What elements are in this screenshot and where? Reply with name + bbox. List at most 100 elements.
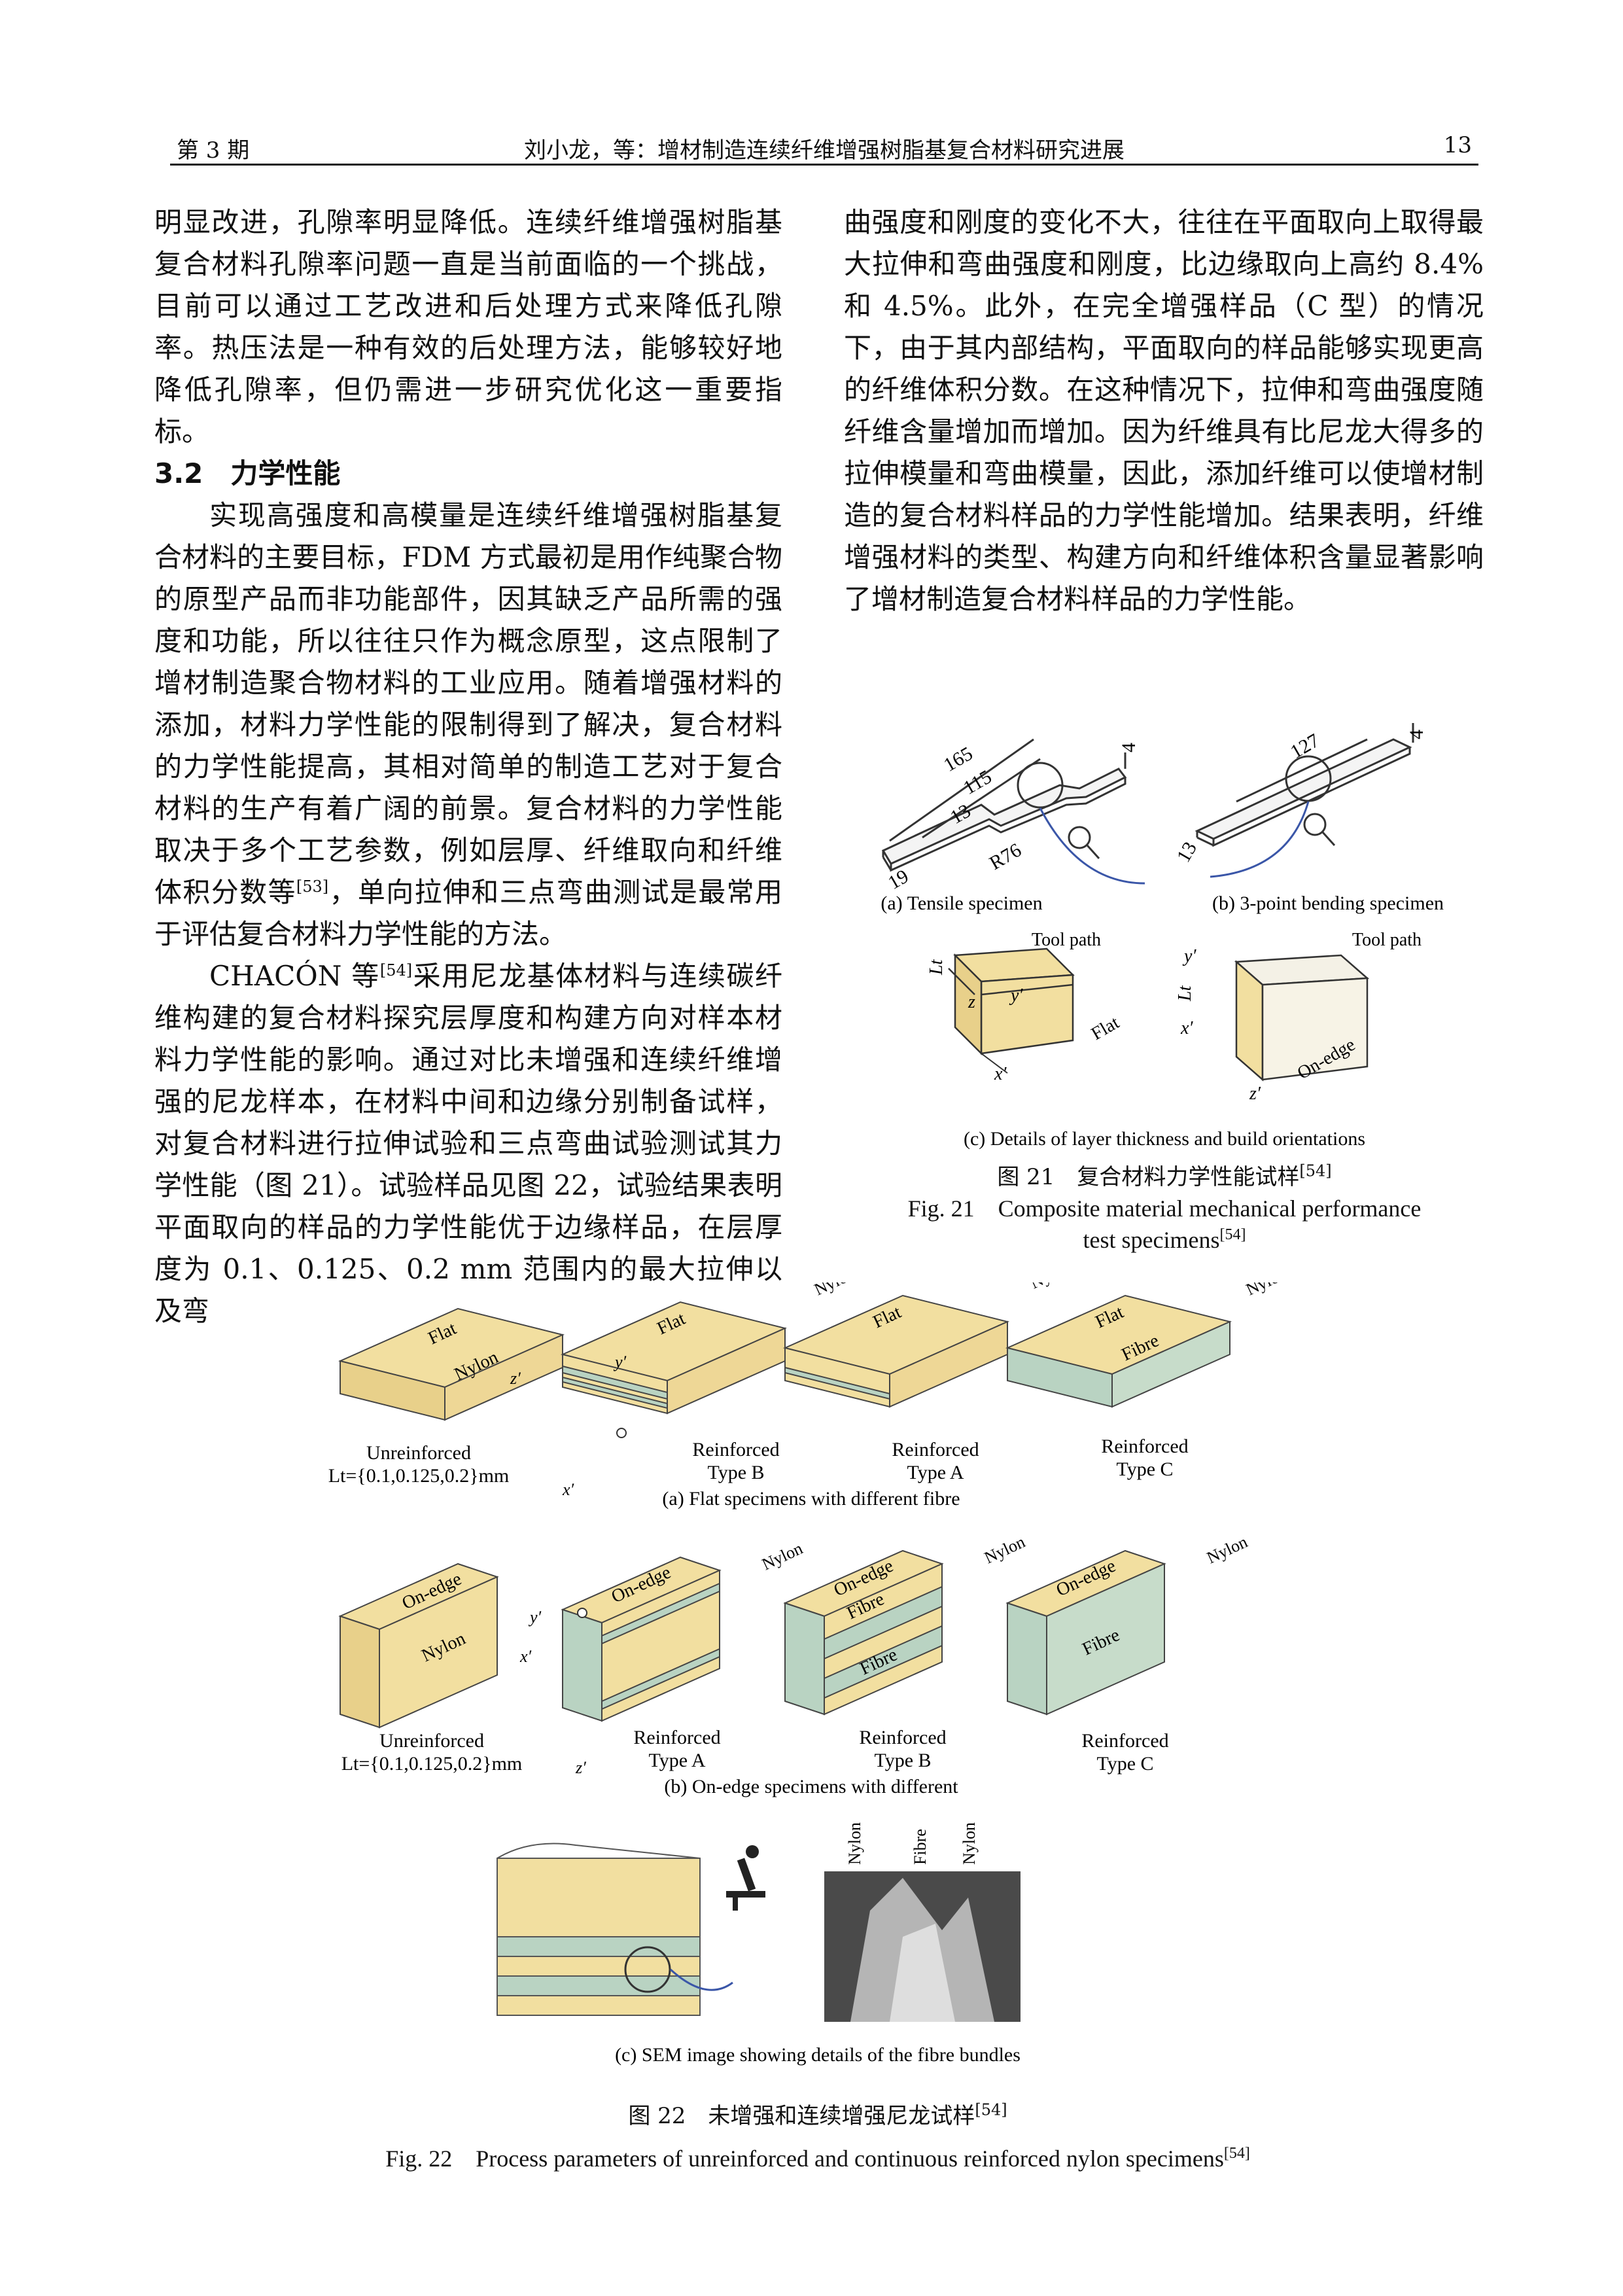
dim-4b: 4 — [1406, 730, 1427, 739]
nylon-label: Nylon — [1027, 1282, 1073, 1292]
dim-r76: R76 — [986, 839, 1025, 874]
axis-z1: z — [968, 992, 975, 1012]
dim-13b: 13 — [1172, 838, 1201, 866]
on-edge-orientation-block — [1234, 954, 1370, 1082]
nylon-label: Nylon — [1204, 1532, 1250, 1568]
subcaption-b: (b) On-edge specimens with different — [664, 1776, 958, 1797]
axis-y1: y′ — [1009, 985, 1023, 1006]
flat-orientation-block — [948, 947, 1075, 1056]
caption-en-line1: Fig. 21 Composite material mechanical pe… — [907, 1195, 1422, 1222]
type-b-label: Type B — [874, 1750, 931, 1771]
on-edge-type-b-block — [783, 1549, 944, 1716]
dim-165: 165 — [940, 743, 976, 776]
subcaption-a: (a) Flat specimens with different fibre — [662, 1488, 960, 1510]
paragraph: 曲强度和刚度的变化不大，往往在平面取向上取得最大拉伸和弯曲强度和刚度，比边缘取向… — [844, 206, 1484, 615]
citation: [54] — [1223, 2145, 1250, 2162]
microscope-icon — [726, 1845, 765, 1911]
axis-x: x′ — [519, 1647, 532, 1666]
paragraph: CHACÓN 等[54]采用尼龙基体材料与连续碳纤维构建的复合材料探究层厚度和构… — [154, 955, 782, 1332]
flat-label: Flat — [1088, 1012, 1123, 1044]
text-run: 采用尼龙基体材料与连续碳纤维构建的复合材料探究层厚度和构建方向对样本材料力学性能… — [154, 960, 782, 1327]
text-run: CHACÓN 等 — [209, 960, 380, 992]
reinforced-label: Reinforced — [892, 1439, 979, 1460]
axis-z2: z′ — [1249, 1084, 1261, 1104]
citation: [54] — [975, 2100, 1007, 2119]
section-heading: 3.2 力学性能 — [154, 457, 341, 489]
axis-line — [981, 1053, 1008, 1074]
unreinforced-label: Unreinforced — [366, 1442, 471, 1464]
sem-nylon-label: Nylon — [845, 1822, 864, 1865]
axis-x: x′ — [562, 1480, 574, 1499]
nylon-label: Nylon — [811, 1282, 858, 1299]
figure-22-caption-en: Fig. 22 Process parameters of unreinforc… — [196, 2143, 1439, 2174]
axis-x1: x′ — [994, 1064, 1007, 1084]
flat-type-c-block — [1005, 1294, 1232, 1408]
caption-text: 图 22 未增强和连续增强尼龙试样 — [628, 2103, 975, 2129]
axis-z: z′ — [510, 1369, 521, 1388]
lt-label-1: Lt — [926, 959, 947, 976]
lt-label-2: Lt — [1175, 985, 1195, 1002]
citation: [54] — [1219, 1226, 1246, 1243]
caption-text: 图 21 复合材料力学性能试样 — [997, 1164, 1300, 1190]
type-c-label: Type C — [1116, 1458, 1173, 1480]
subcaption-c: (c) Details of layer thickness and build… — [964, 1128, 1365, 1150]
tool-path-label-2: Tool path — [1352, 930, 1422, 950]
nylon-label: Nylon — [759, 1539, 805, 1574]
paragraph: 实现高强度和高模量是连续纤维增强树脂基复合材料的主要目标，FDM 方式最初是用作… — [154, 495, 782, 955]
caption-cn: 图 21 复合材料力学性能试样[54] — [844, 1161, 1485, 1193]
issue-number: 第 3 期 — [177, 137, 250, 164]
figure-22-caption-cn: 图 22 未增强和连续增强尼龙试样[54] — [314, 2100, 1321, 2132]
tensile-specimen-drawing — [881, 738, 1145, 885]
tool-path-label-1: Tool path — [1032, 930, 1101, 950]
sem-nylon-label: Nylon — [960, 1822, 979, 1865]
text-run: ，单向拉伸和三点弯曲测试是最常用于评估复合材料力学性能的方法。 — [154, 876, 782, 950]
nylon-label: Nylon — [981, 1532, 1028, 1568]
lt-range-label: Lt={0.1,0.125,0.2}mm — [341, 1753, 523, 1775]
type-b-label: Type B — [707, 1462, 764, 1483]
caption-text: Fig. 22 Process parameters of unreinforc… — [385, 2146, 1224, 2172]
caption-en-line2: test specimens[54] — [844, 1224, 1485, 1256]
flat-type-b-block — [560, 1301, 788, 1415]
left-column: 明显改进，孔隙率明显降低。连续纤维增强树脂基复合材料孔隙率问题一直是当前面临的一… — [154, 202, 782, 1332]
axis-y2: y′ — [1182, 946, 1196, 966]
citation: [53] — [296, 877, 329, 896]
type-a-label: Type A — [648, 1750, 705, 1771]
right-column: 曲强度和刚度的变化不大，往往在平面取向上取得最大拉伸和弯曲强度和刚度，比边缘取向… — [844, 202, 1484, 620]
page-number: 13 — [1443, 132, 1472, 158]
running-header: 第 3 期 刘小龙，等：增材制造连续纤维增强树脂基复合材料研究进展 13 — [170, 124, 1478, 164]
subcaption-a: (a) Tensile specimen — [881, 892, 1042, 914]
reinforced-label: Reinforced — [1081, 1730, 1168, 1752]
axis-z: z′ — [575, 1758, 586, 1777]
paragraph: 明显改进，孔隙率明显降低。连续纤维增强树脂基复合材料孔隙率问题一直是当前面临的一… — [154, 206, 782, 448]
figure-21: 165 115 13 R76 19 4 127 4 13 (a) Tensile… — [881, 723, 1444, 1150]
figure-22: Flat Nylon Unreinforced Lt={0.1,0.125,0.… — [328, 1282, 1290, 2066]
unreinforced-label: Unreinforced — [379, 1730, 484, 1752]
text-run: 实现高强度和高模量是连续纤维增强树脂基复合材料的主要目标，FDM 方式最初是用作… — [154, 499, 782, 908]
reinforced-label: Reinforced — [692, 1439, 779, 1460]
type-c-label: Type C — [1096, 1753, 1153, 1775]
flat-type-a-block — [782, 1294, 1010, 1408]
citation: [54] — [379, 961, 413, 980]
figure-21-caption: 图 21 复合材料力学性能试样[54] Fig. 21 Composite ma… — [844, 1161, 1485, 1256]
layered-block-detail — [497, 1843, 733, 2016]
axis-origin — [577, 1608, 587, 1618]
axis-origin — [616, 1428, 627, 1438]
axis-x2: x′ — [1180, 1018, 1193, 1038]
axis-y: y′ — [528, 1608, 542, 1627]
flat-unreinforced-block — [338, 1307, 565, 1421]
axis-y: y′ — [613, 1352, 627, 1371]
dim-4: 4 — [1118, 743, 1140, 752]
on-edge-unreinforced-block — [338, 1563, 499, 1729]
sem-fibre-label: Fibre — [911, 1829, 930, 1865]
on-edge-type-a-block — [561, 1556, 722, 1722]
reinforced-label: Reinforced — [1101, 1436, 1188, 1457]
reinforced-label: Reinforced — [859, 1727, 946, 1748]
citation: [54] — [1299, 1161, 1332, 1180]
dim-19: 19 — [884, 865, 912, 894]
header-rule — [170, 164, 1478, 166]
nylon-label: Nylon — [1243, 1282, 1289, 1299]
sem-fibre-bundle — [890, 1924, 955, 2022]
on-edge-type-c-block — [1005, 1549, 1166, 1716]
subcaption-b: (b) 3-point bending specimen — [1212, 892, 1444, 914]
running-title: 刘小龙，等：增材制造连续纤维增强树脂基复合材料研究进展 — [524, 137, 1125, 164]
